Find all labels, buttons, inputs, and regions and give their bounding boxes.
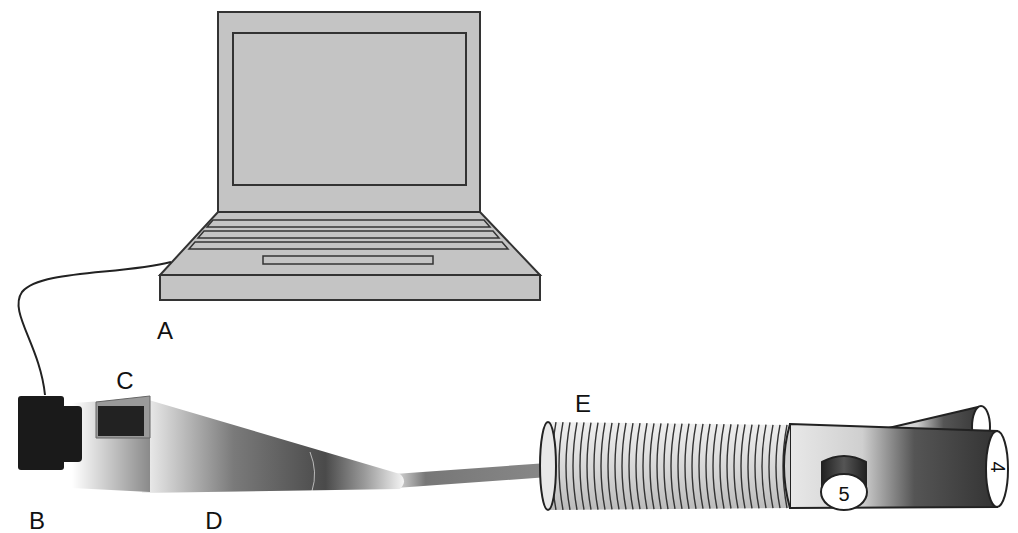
tube-rib bbox=[608, 423, 612, 510]
tube-rib bbox=[615, 423, 619, 510]
tube-rib bbox=[636, 423, 640, 509]
part-label: C bbox=[116, 369, 133, 393]
tube-rib bbox=[643, 423, 647, 509]
tube-rib bbox=[559, 422, 563, 510]
tube-rib bbox=[573, 422, 577, 509]
cable bbox=[18, 262, 171, 395]
part-label: E bbox=[575, 392, 591, 416]
tube-rib bbox=[755, 425, 759, 509]
tube-rib bbox=[650, 423, 654, 509]
scope-body bbox=[142, 398, 404, 493]
tube-rib bbox=[776, 425, 780, 508]
coupler bbox=[72, 398, 150, 492]
tube-rib bbox=[622, 423, 626, 509]
tube-rib bbox=[748, 425, 752, 509]
tube-rib bbox=[566, 422, 570, 510]
pipe-opening bbox=[986, 431, 1008, 507]
corrugated-tube bbox=[540, 422, 792, 510]
tube-rib bbox=[594, 423, 598, 510]
part-label: D bbox=[205, 509, 222, 533]
y-connector bbox=[784, 406, 1008, 510]
tube-rib bbox=[734, 424, 738, 508]
camera-head bbox=[18, 396, 64, 470]
laptop-screen bbox=[233, 33, 466, 185]
tube-rib bbox=[671, 424, 675, 509]
tube-rib bbox=[678, 424, 682, 509]
scope-seam bbox=[310, 452, 315, 491]
tube-rib bbox=[741, 424, 745, 508]
part-label: A bbox=[157, 319, 173, 343]
insertion-tube bbox=[395, 470, 548, 481]
tube-rib bbox=[762, 425, 766, 509]
tube-rib bbox=[699, 424, 703, 509]
tube-rib bbox=[664, 423, 668, 509]
tube-rib bbox=[587, 423, 591, 510]
tube-rib bbox=[706, 424, 710, 509]
laptop-keyboard-deck bbox=[160, 212, 540, 275]
coupler-clamp bbox=[96, 396, 150, 438]
touchpad bbox=[263, 256, 433, 264]
tube-rib bbox=[769, 425, 773, 508]
tube-rib bbox=[685, 424, 689, 509]
part-label: B bbox=[29, 509, 45, 533]
key-row bbox=[189, 242, 508, 249]
corrugated-tube-end bbox=[540, 422, 556, 510]
tube-rib bbox=[580, 422, 584, 509]
tube-rib bbox=[727, 424, 731, 508]
key-row bbox=[207, 220, 490, 227]
tube-rib bbox=[601, 423, 605, 510]
key-row bbox=[198, 231, 499, 238]
y-collar bbox=[784, 424, 790, 508]
callout-number: 4 bbox=[988, 461, 1008, 472]
tube-rib bbox=[657, 423, 661, 509]
corrugated-tube-body bbox=[548, 422, 792, 510]
callout-number: 5 bbox=[838, 484, 849, 504]
coupler-clamp-slot bbox=[98, 406, 144, 436]
laptop-lid bbox=[218, 12, 480, 212]
tube-rib bbox=[629, 423, 633, 509]
side-port-cap bbox=[821, 474, 867, 510]
tube-rib bbox=[720, 424, 724, 508]
laptop-base bbox=[160, 275, 540, 300]
laptop bbox=[160, 12, 540, 300]
tube-rib bbox=[692, 424, 696, 509]
tube-rib bbox=[713, 424, 717, 509]
